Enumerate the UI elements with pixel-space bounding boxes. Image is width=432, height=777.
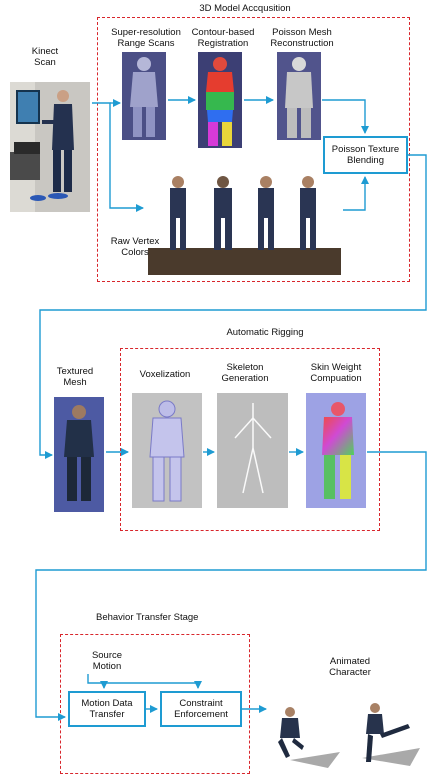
stage1-title: 3D Model Accqusition [199,3,291,14]
stage2-title: Automatic Rigging [226,327,304,338]
constraint-box: Constraint Enforcement [160,691,242,727]
stage3-title: Behavior Transfer Stage [96,612,199,623]
kinect-scan-photo [10,82,90,212]
super-resolution-image [122,52,166,140]
raw-vertex-photos [148,170,341,275]
poisson-recon-label: Poisson Mesh Reconstruction [270,27,334,49]
animated-character-label: Animated Character [329,656,371,678]
poisson-recon-image [277,52,321,140]
voxelization-image [132,393,202,508]
motion-transfer-box: Motion Data Transfer [68,691,146,727]
contour-registration-image [198,52,242,148]
kinect-scan-label: Kinect Scan [31,46,59,68]
source-motion-label: Source Motion [91,650,123,672]
super-resolution-label: Super-resolution Range Scans [111,27,181,49]
contour-registration-label: Contour-based Registration [191,27,255,49]
poisson-blend-box: Poisson Texture Blending [323,136,408,174]
skin-weight-label: Skin Weight Compuation [310,362,362,384]
animated-character-image [270,700,430,775]
textured-mesh-label: Textured Mesh [56,366,94,388]
voxelization-label: Voxelization [139,369,191,380]
skeleton-label: Skeleton Generation [221,362,269,384]
skin-weight-image [306,393,366,508]
skeleton-image [217,393,288,508]
textured-mesh-image [54,397,104,512]
raw-vertex-label: Raw Vertex Colors [110,236,160,258]
